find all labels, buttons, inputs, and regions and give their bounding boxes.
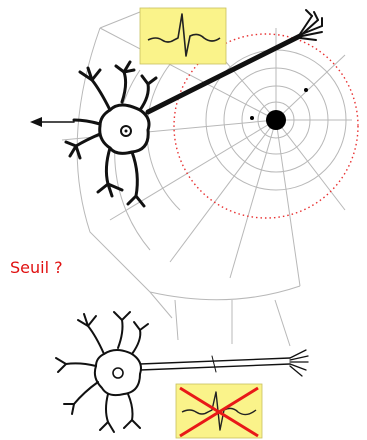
spike-signal-icon xyxy=(140,8,226,64)
arrow-left-icon xyxy=(30,117,42,127)
threshold-label: Seuil ? xyxy=(10,258,63,277)
crossed-signal-icon xyxy=(176,384,262,438)
web-center-dot xyxy=(266,110,286,130)
